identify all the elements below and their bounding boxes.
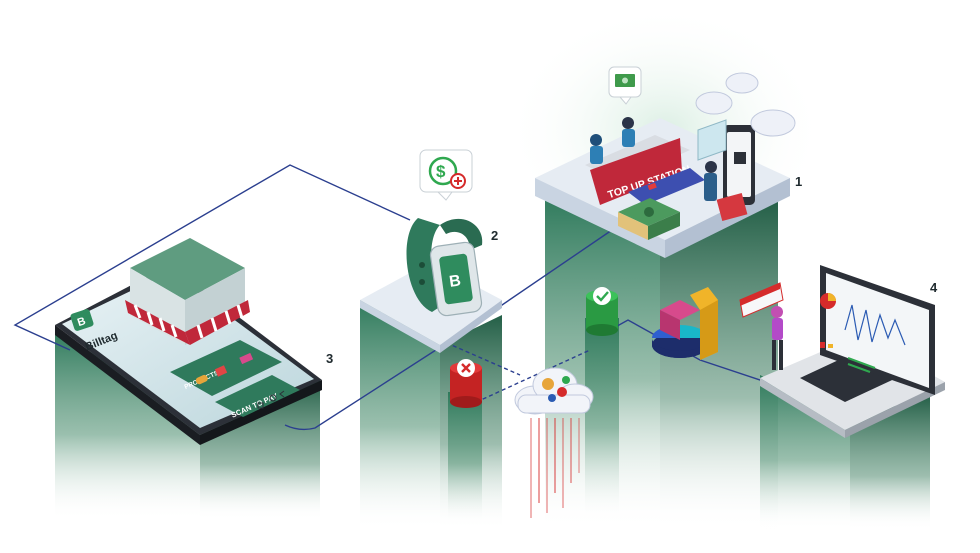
shop-step: B Billtag PRODUCTS SCAN TO PAY 3 bbox=[55, 238, 333, 445]
top-up-station: TOP UP STATION bbox=[535, 66, 802, 258]
fries-icon bbox=[214, 365, 228, 377]
pillars bbox=[55, 195, 930, 530]
station-pillar-right bbox=[660, 200, 778, 530]
reject-pillar bbox=[448, 392, 482, 522]
receipt-card bbox=[716, 193, 748, 221]
cloud-processing bbox=[514, 367, 594, 518]
shop-pillar-left bbox=[55, 330, 200, 520]
step-4-number: 4 bbox=[930, 280, 938, 295]
nav-back-icon bbox=[279, 390, 285, 398]
dashed-reject-check bbox=[469, 349, 591, 406]
wristband-step: B $ 2 bbox=[360, 149, 502, 353]
card-icon bbox=[628, 168, 705, 205]
dashed-band-cloud bbox=[439, 339, 521, 376]
dollar-plus-icon bbox=[428, 156, 458, 186]
clerk-2-head bbox=[622, 117, 634, 129]
analyst-body bbox=[772, 318, 783, 340]
approve-pillar bbox=[585, 318, 619, 518]
connector-shop-bottom bbox=[284, 327, 471, 431]
step-2-number: 2 bbox=[491, 228, 498, 243]
cash-stack bbox=[618, 198, 680, 240]
cloud-gears-icon bbox=[542, 376, 570, 402]
wristband-strap bbox=[406, 218, 450, 312]
svg-text:B: B bbox=[76, 315, 87, 329]
station-banner bbox=[590, 138, 682, 205]
line-chart-icon bbox=[844, 304, 906, 346]
station-platform-side-l bbox=[535, 178, 665, 258]
cloud-group-station bbox=[695, 72, 796, 137]
wristband-logo-panel bbox=[439, 253, 473, 305]
step-1-number: 1 bbox=[795, 174, 802, 189]
step-3-number: 3 bbox=[326, 351, 333, 366]
svg-text:$: $ bbox=[436, 162, 446, 181]
clerk-2-body bbox=[622, 129, 635, 147]
analyst-head bbox=[771, 306, 783, 318]
customer-body bbox=[704, 173, 717, 201]
station-phone-screen bbox=[727, 132, 751, 197]
analytics-chart-graphic bbox=[652, 287, 718, 360]
nav-square-icon bbox=[257, 402, 264, 409]
nav-home-icon bbox=[269, 394, 277, 402]
burger-icon bbox=[195, 374, 208, 385]
approve-cylinder bbox=[586, 287, 618, 336]
connector-shop-band bbox=[13, 164, 411, 351]
store-building bbox=[125, 238, 250, 345]
card-chip bbox=[647, 182, 657, 191]
box-icon bbox=[239, 352, 254, 365]
checkmark-icon bbox=[593, 287, 611, 305]
laptop-pillar-right bbox=[850, 395, 930, 530]
band-pillar-left bbox=[360, 300, 440, 530]
billtag-logo-icon bbox=[70, 309, 94, 331]
laptop-step: 4 bbox=[739, 265, 945, 438]
data-rain bbox=[530, 418, 580, 518]
customer-head bbox=[705, 161, 717, 173]
qr-code-icon bbox=[734, 152, 746, 164]
billtag-logo-icon: B bbox=[448, 272, 462, 290]
reject-cylinder bbox=[450, 359, 482, 408]
clerk-1-head bbox=[590, 134, 602, 146]
payment-screen bbox=[697, 119, 727, 161]
scan-to-pay-button[interactable] bbox=[215, 375, 300, 417]
clerk-1-body bbox=[590, 146, 603, 164]
